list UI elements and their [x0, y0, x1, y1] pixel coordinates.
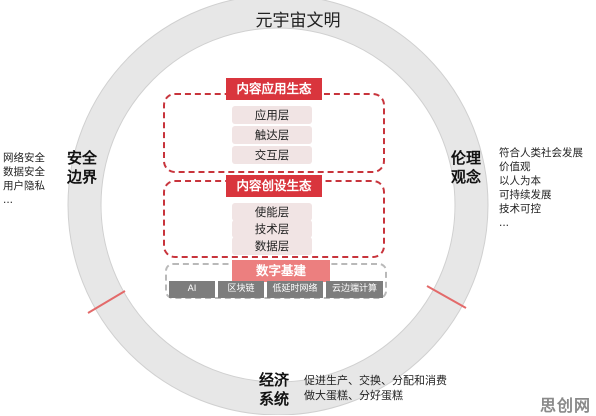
layer-enablement: 使能层: [232, 203, 312, 221]
right-ring-label: 伦理 观念: [446, 149, 486, 187]
bottom-note: 促进生产、交换、分配和消费: [304, 374, 447, 387]
infra-item-blockchain: 区块链: [218, 281, 264, 298]
digital-infrastructure-title: 数字基建: [232, 260, 330, 282]
left-note: 用户隐私: [3, 180, 45, 192]
layer-data: 数据层: [232, 237, 312, 255]
bottom-label-line-1: 经济: [258, 371, 289, 389]
right-note: 可持续发展: [499, 189, 552, 201]
left-note: ...: [3, 194, 14, 206]
right-label-line-2: 观念: [450, 168, 481, 186]
left-note: 数据安全: [3, 166, 45, 178]
right-label-line-1: 伦理: [450, 149, 481, 167]
layer-technology: 技术层: [232, 220, 312, 238]
bottom-notes: 促进生产、交换、分配和消费 做大蛋糕、分好蛋糕: [304, 373, 447, 403]
right-note: 价值观: [499, 161, 531, 173]
bottom-label-line-2: 系统: [258, 390, 289, 408]
right-note: 技术可控: [499, 203, 541, 215]
left-notes: 网络安全 数据安全 用户隐私 ...: [3, 151, 45, 207]
right-note: 以人为本: [499, 175, 541, 187]
layer-application: 应用层: [232, 106, 312, 124]
content-app-ecology-title: 内容应用生态: [226, 78, 322, 100]
left-label-line-2: 边界: [66, 168, 97, 186]
right-note: ...: [499, 217, 510, 229]
top-label: 元宇宙文明: [255, 11, 341, 31]
watermark: 思创网: [540, 396, 592, 415]
bottom-note: 做大蛋糕、分好蛋糕: [304, 389, 403, 402]
bottom-ring-label: 经济 系统: [254, 371, 294, 409]
right-note: 符合人类社会发展: [499, 147, 583, 159]
left-label-line-1: 安全: [66, 149, 97, 167]
infra-item-low-latency-network: 低延时网络: [267, 281, 323, 298]
ring-divider-right: [426, 285, 467, 309]
infra-item-ai: AI: [169, 281, 215, 298]
content-creation-ecology-title: 内容创设生态: [226, 175, 322, 197]
layer-interaction: 交互层: [232, 146, 312, 164]
infra-item-cloud-edge-computing: 云边端计算: [326, 281, 383, 298]
right-notes: 符合人类社会发展 价值观 以人为本 可持续发展 技术可控 ...: [499, 146, 583, 230]
ring-divider-left: [87, 290, 126, 314]
left-ring-label: 安全 边界: [62, 149, 102, 187]
layer-reach: 触达层: [232, 126, 312, 144]
left-note: 网络安全: [3, 152, 45, 164]
